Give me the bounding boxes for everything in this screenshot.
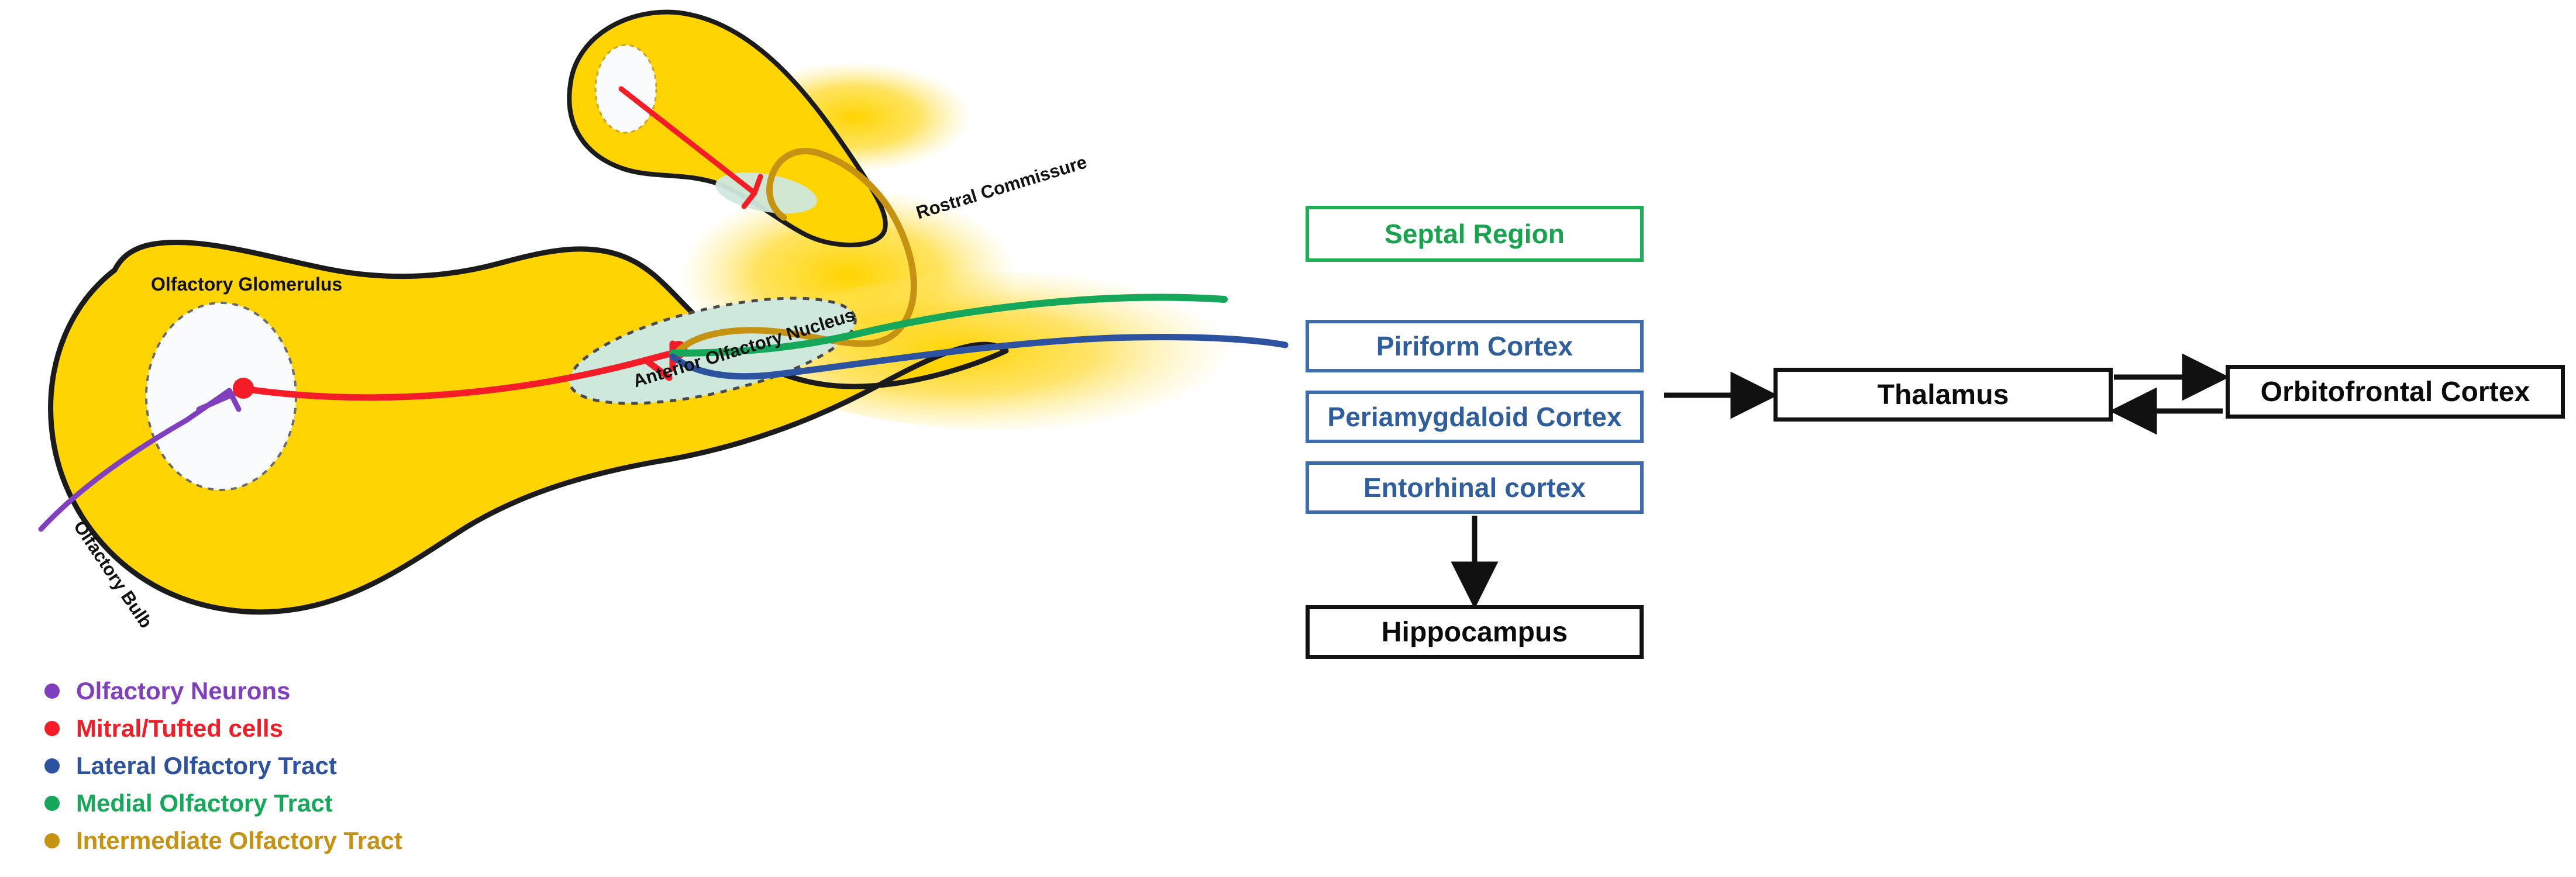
label-olfactory-glomerulus: Olfactory Glomerulus xyxy=(151,274,343,295)
legend-bullet-icon xyxy=(44,796,60,811)
flow-box-entorhinal-cortex[interactable]: Entorhinal cortex xyxy=(1306,461,1644,514)
flow-box-label: Septal Region xyxy=(1384,219,1565,249)
legend-item-label: Medial Olfactory Tract xyxy=(76,789,333,817)
flow-box-septal-region[interactable]: Septal Region xyxy=(1306,206,1644,262)
legend-item: Lateral Olfactory Tract xyxy=(44,747,402,785)
legend-item: Medial Olfactory Tract xyxy=(44,785,402,822)
olfactory-neuron-fiber xyxy=(38,388,242,532)
legend-item-label: Intermediate Olfactory Tract xyxy=(76,827,402,854)
flow-box-periamygdaloid-cortex[interactable]: Periamygdaloid Cortex xyxy=(1306,391,1644,443)
legend-bullet-icon xyxy=(44,721,60,736)
legend-item-label: Olfactory Neurons xyxy=(76,677,291,705)
legend-bullet-icon xyxy=(44,683,60,699)
contralateral-olfactory-bulb xyxy=(567,9,888,247)
medial-olfactory-tract xyxy=(669,294,1228,357)
legend-bullet-icon xyxy=(44,758,60,774)
legend-item: Mitral/Tufted cells xyxy=(44,710,402,747)
flow-box-label: Hippocampus xyxy=(1381,616,1568,648)
flow-box-label: Orbitofrontal Cortex xyxy=(2260,376,2530,408)
flow-box-label: Thalamus xyxy=(1877,379,2009,410)
flow-box-thalamus[interactable]: Thalamus xyxy=(1773,368,2113,422)
flow-box-piriform-cortex[interactable]: Piriform Cortex xyxy=(1306,320,1644,372)
flow-box-label: Periamygdaloid Cortex xyxy=(1327,402,1622,432)
legend-item-label: Mitral/Tufted cells xyxy=(76,714,283,742)
intermediate-olfactory-tract xyxy=(675,148,917,354)
legend-item: Olfactory Neurons xyxy=(44,672,402,710)
legend-item: Intermediate Olfactory Tract xyxy=(44,822,402,859)
flow-box-label: Entorhinal cortex xyxy=(1363,472,1586,503)
flow-box-orbitofrontal-cortex[interactable]: Orbitofrontal Cortex xyxy=(2226,365,2565,419)
flow-box-label: Piriform Cortex xyxy=(1376,331,1573,361)
lateral-olfactory-tract xyxy=(669,334,1289,380)
legend-item-label: Lateral Olfactory Tract xyxy=(76,752,337,779)
legend-bullet-icon xyxy=(44,833,60,848)
flow-box-hippocampus[interactable]: Hippocampus xyxy=(1306,605,1644,659)
